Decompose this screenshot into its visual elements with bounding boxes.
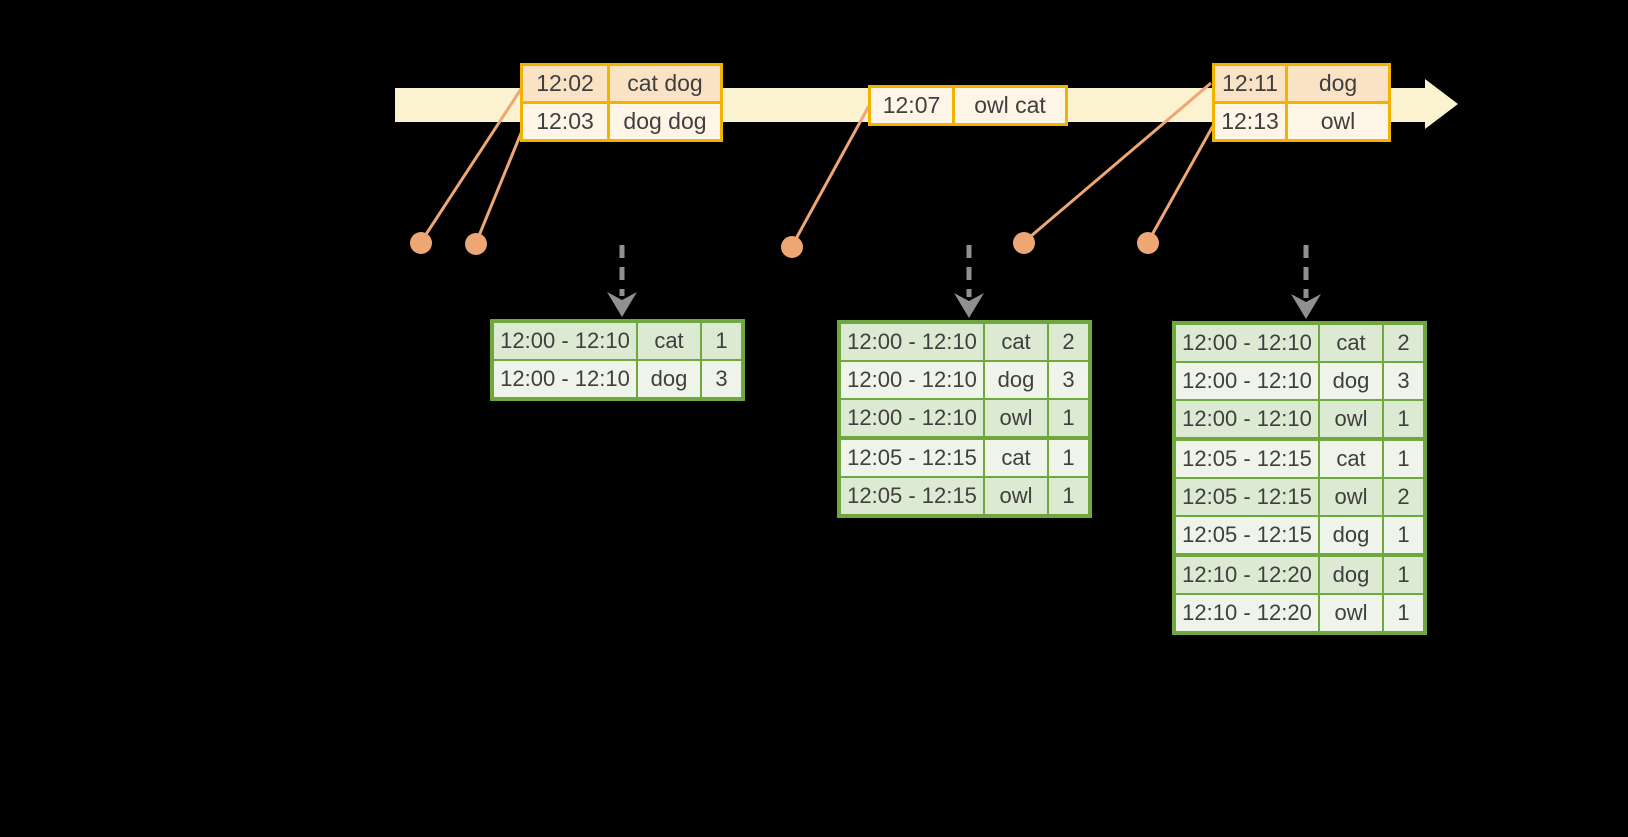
word-cell: cat xyxy=(1320,441,1382,477)
window-cell: 12:10 - 12:20 xyxy=(1176,557,1318,593)
result-row: 12:00 - 12:10 cat 2 xyxy=(1176,325,1423,361)
count-cell: 1 xyxy=(1384,401,1423,437)
count-cell: 1 xyxy=(1384,557,1423,593)
count-cell: 2 xyxy=(1384,479,1423,515)
word-cell: cat xyxy=(1320,325,1382,361)
result-row: 12:00 - 12:10 cat 1 xyxy=(494,323,741,359)
word-cell: dog xyxy=(1320,557,1382,593)
count-cell: 2 xyxy=(1384,325,1423,361)
event-time: 12:03 xyxy=(523,104,607,139)
window-cell: 12:00 - 12:10 xyxy=(1176,325,1318,361)
event-timeline-dot xyxy=(410,232,432,254)
count-cell: 1 xyxy=(1384,517,1423,553)
result-row: 12:00 - 12:10 owl 1 xyxy=(1176,401,1423,437)
count-cell: 1 xyxy=(1049,478,1088,514)
window-cell: 12:00 - 12:10 xyxy=(494,323,636,359)
result-table-3: 12:00 - 12:10 cat 2 12:00 - 12:10 dog 3 … xyxy=(1172,321,1427,635)
event-timeline-dot xyxy=(1013,232,1035,254)
window-cell: 12:00 - 12:10 xyxy=(1176,363,1318,399)
window-cell: 12:00 - 12:10 xyxy=(1176,401,1318,437)
word-cell: cat xyxy=(985,324,1047,360)
result-row: 12:05 - 12:15 owl 1 xyxy=(841,478,1088,514)
result-row: 12:05 - 12:15 owl 2 xyxy=(1176,479,1423,515)
event-connector-line xyxy=(474,125,526,244)
result-row: 12:00 - 12:10 dog 3 xyxy=(494,361,741,397)
event-timeline-dots xyxy=(410,232,1159,258)
count-cell: 2 xyxy=(1049,324,1088,360)
word-cell: cat xyxy=(638,323,700,359)
event-time: 12:02 xyxy=(523,66,607,101)
event-row: 12:13 owl xyxy=(1215,104,1388,139)
event-row: 12:02 cat dog xyxy=(523,66,720,101)
trigger-arrowhead xyxy=(954,293,984,318)
word-cell: owl xyxy=(985,400,1047,436)
word-cell: dog xyxy=(638,361,700,397)
word-cell: cat xyxy=(985,440,1047,476)
window-cell: 12:05 - 12:15 xyxy=(1176,479,1318,515)
timeline-arrowhead xyxy=(1425,79,1458,129)
event-table-1: 12:02 cat dog 12:03 dog dog xyxy=(520,63,723,142)
word-cell: owl xyxy=(985,478,1047,514)
event-time: 12:07 xyxy=(871,88,952,123)
window-cell: 12:05 - 12:15 xyxy=(1176,441,1318,477)
event-table-2: 12:07 owl cat xyxy=(868,85,1068,126)
result-row: 12:10 - 12:20 owl 1 xyxy=(1176,595,1423,631)
result-row: 12:00 - 12:10 dog 3 xyxy=(841,362,1088,398)
event-words: cat dog xyxy=(610,66,720,101)
word-cell: dog xyxy=(1320,363,1382,399)
event-table-3: 12:11 dog 12:13 owl xyxy=(1212,63,1391,142)
event-connector-line xyxy=(419,85,525,243)
word-cell: owl xyxy=(1320,479,1382,515)
event-words: owl xyxy=(1288,104,1388,139)
event-row: 12:03 dog dog xyxy=(523,104,720,139)
window-cell: 12:05 - 12:15 xyxy=(841,478,983,514)
window-cell: 12:00 - 12:10 xyxy=(494,361,636,397)
event-connector-lines xyxy=(419,81,1216,247)
window-cell: 12:00 - 12:10 xyxy=(841,362,983,398)
word-cell: dog xyxy=(985,362,1047,398)
word-cell: owl xyxy=(1320,401,1382,437)
count-cell: 3 xyxy=(1049,362,1088,398)
result-row: 12:00 - 12:10 cat 2 xyxy=(841,324,1088,360)
event-timeline-dot xyxy=(1137,232,1159,254)
result-row: 12:05 - 12:15 cat 1 xyxy=(841,440,1088,476)
count-cell: 1 xyxy=(702,323,741,359)
count-cell: 1 xyxy=(1384,441,1423,477)
result-table-2: 12:00 - 12:10 cat 2 12:00 - 12:10 dog 3 … xyxy=(837,320,1092,518)
event-connector-line xyxy=(1023,81,1212,244)
event-timeline-dot xyxy=(781,236,803,258)
word-cell: owl xyxy=(1320,595,1382,631)
trigger-arrows xyxy=(607,245,1321,319)
window-cell: 12:05 - 12:15 xyxy=(841,440,983,476)
result-row: 12:00 - 12:10 dog 3 xyxy=(1176,363,1423,399)
event-words: dog dog xyxy=(610,104,720,139)
event-connector-line xyxy=(1146,123,1216,243)
count-cell: 1 xyxy=(1049,440,1088,476)
window-cell: 12:00 - 12:10 xyxy=(841,400,983,436)
trigger-arrowhead xyxy=(607,292,637,317)
count-cell: 3 xyxy=(702,361,741,397)
window-cell: 12:10 - 12:20 xyxy=(1176,595,1318,631)
result-row: 12:05 - 12:15 dog 1 xyxy=(1176,517,1423,553)
result-row: 12:00 - 12:10 owl 1 xyxy=(841,400,1088,436)
event-time: 12:13 xyxy=(1215,104,1285,139)
event-time: 12:11 xyxy=(1215,66,1285,101)
trigger-arrowhead xyxy=(1291,294,1321,319)
window-cell: 12:05 - 12:15 xyxy=(1176,517,1318,553)
event-row: 12:11 dog xyxy=(1215,66,1388,101)
result-row: 12:05 - 12:15 cat 1 xyxy=(1176,441,1423,477)
count-cell: 1 xyxy=(1384,595,1423,631)
window-cell: 12:00 - 12:10 xyxy=(841,324,983,360)
event-timeline-dot xyxy=(465,233,487,255)
count-cell: 3 xyxy=(1384,363,1423,399)
event-connector-line xyxy=(790,103,872,247)
result-row: 12:10 - 12:20 dog 1 xyxy=(1176,557,1423,593)
event-words: dog xyxy=(1288,66,1388,101)
result-table-1: 12:00 - 12:10 cat 1 12:00 - 12:10 dog 3 xyxy=(490,319,745,401)
word-cell: dog xyxy=(1320,517,1382,553)
event-words: owl cat xyxy=(955,88,1065,123)
count-cell: 1 xyxy=(1049,400,1088,436)
event-row: 12:07 owl cat xyxy=(871,88,1065,123)
